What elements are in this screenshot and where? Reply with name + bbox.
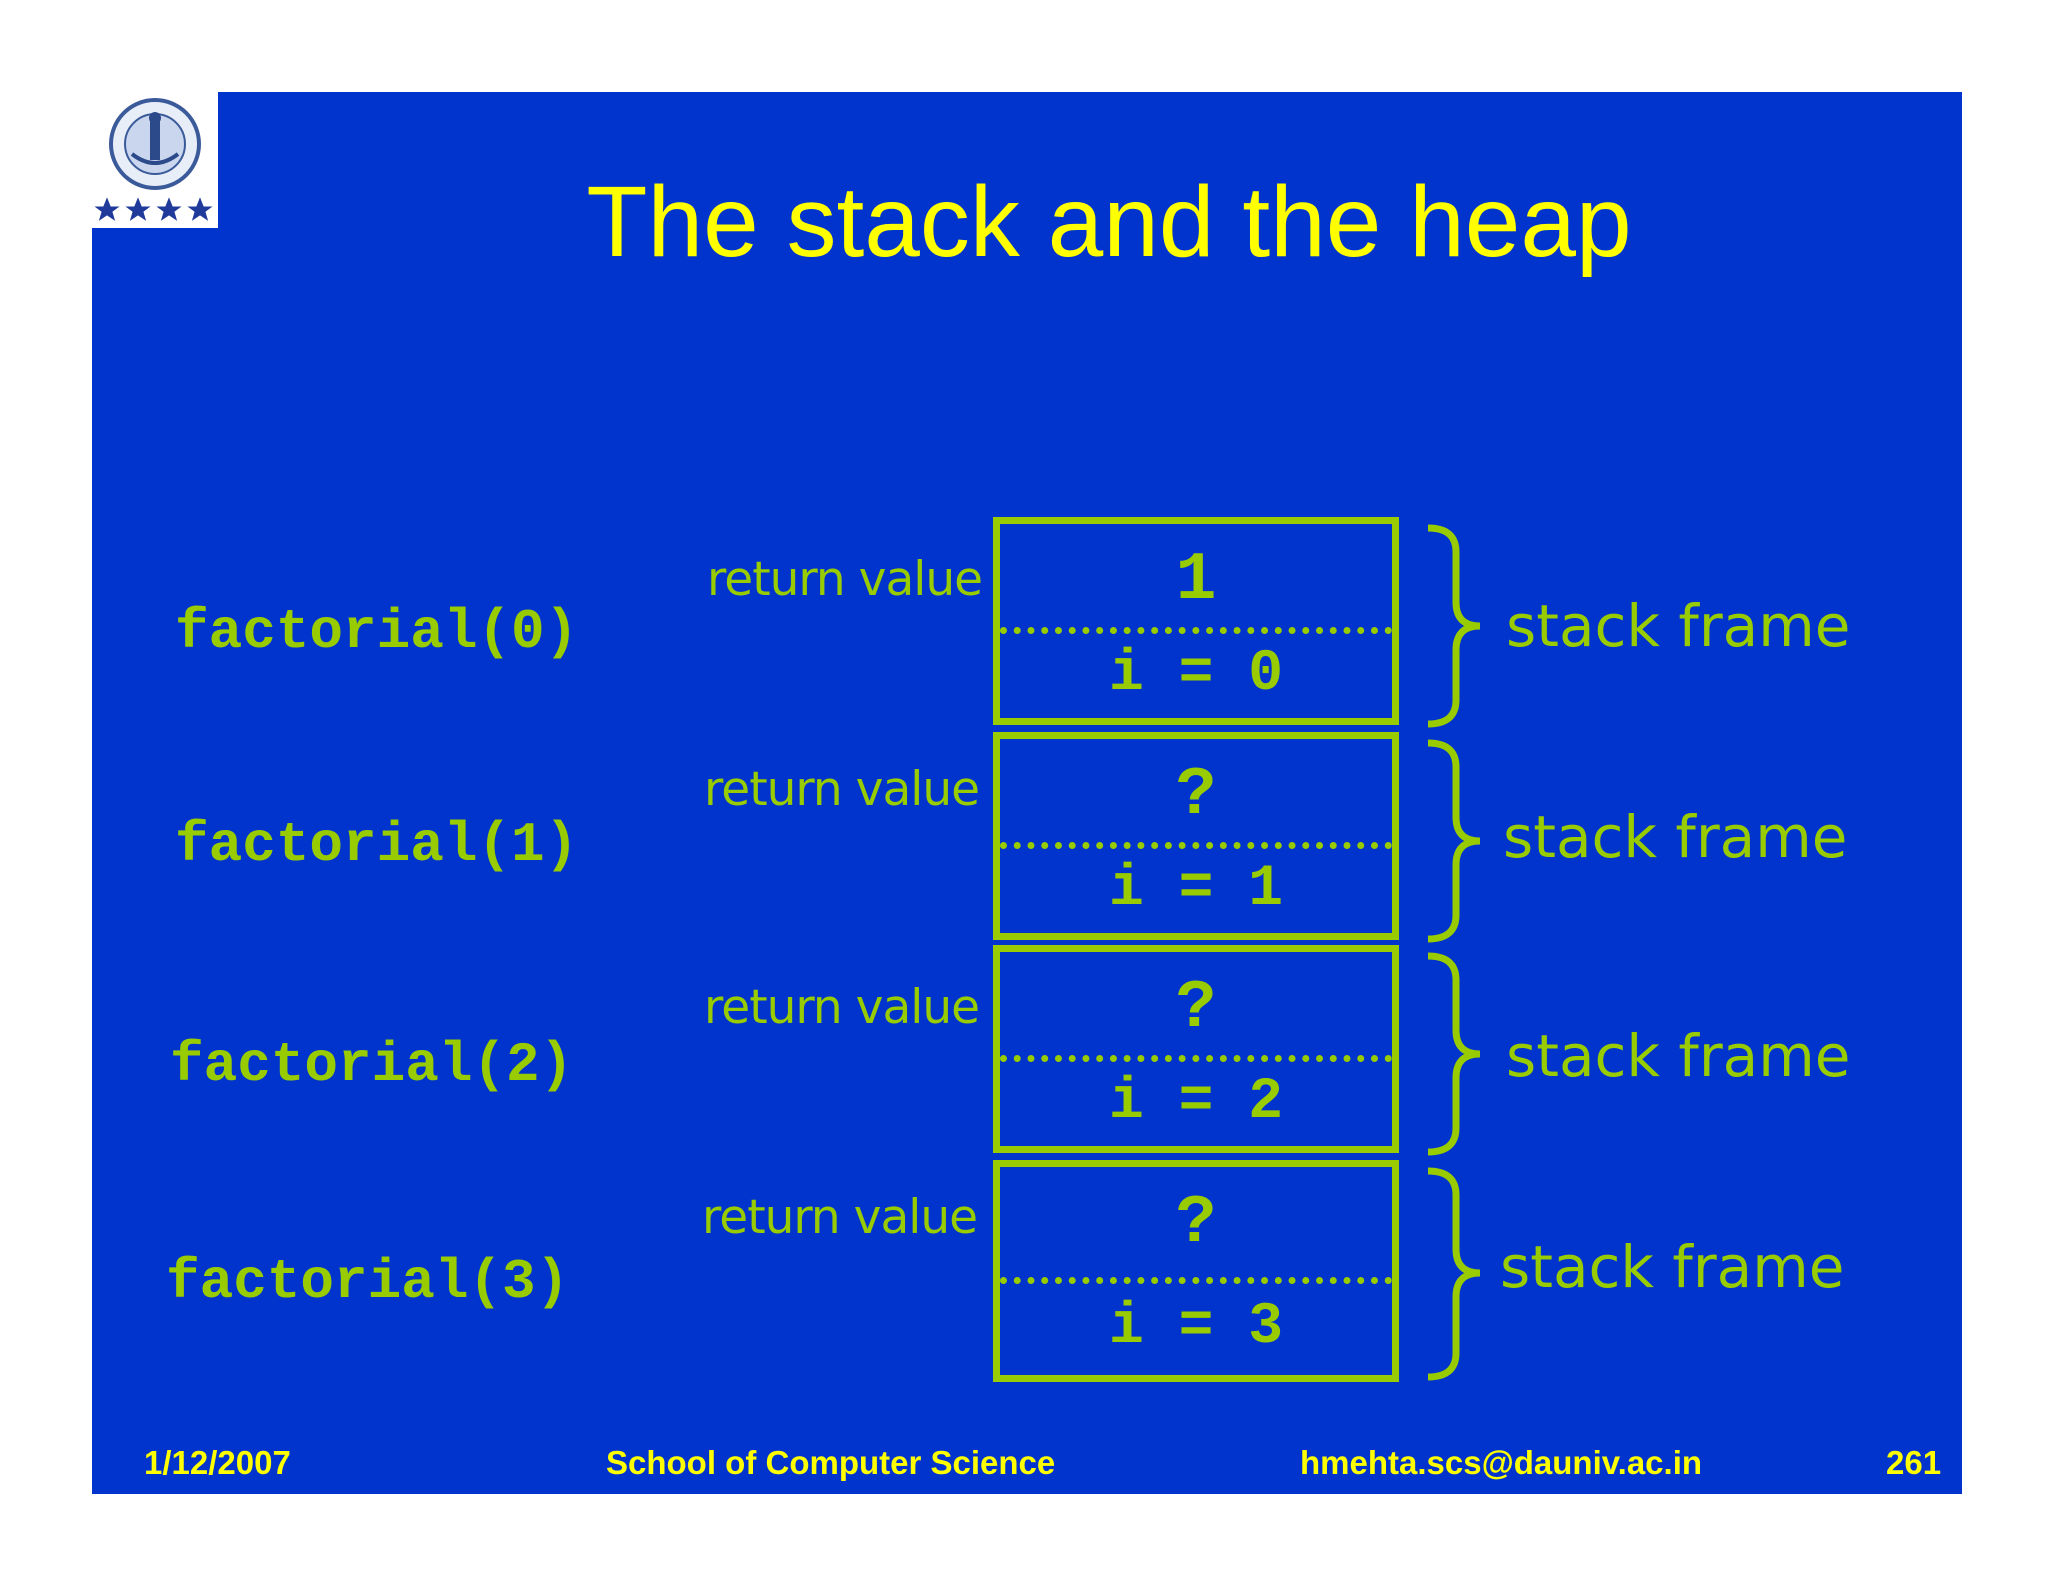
curly-brace-icon: [1427, 524, 1481, 728]
stack-frame-box: ? i = 3: [993, 1160, 1399, 1382]
local-variable: i = 1: [1108, 857, 1284, 922]
frame-divider: [1000, 1277, 1392, 1284]
curly-brace-icon: [1427, 739, 1481, 943]
stack-frame-box: ? i = 1: [993, 732, 1399, 940]
stack-frame-label: stack frame: [1506, 1022, 1851, 1090]
slide-title: The stack and the heap: [586, 166, 1632, 278]
frame-divider: [1000, 1055, 1392, 1062]
return-value-label: return value: [702, 1190, 978, 1245]
return-value: ?: [1175, 757, 1217, 834]
slide-background: [92, 92, 1962, 1494]
curly-brace-icon: [1427, 1167, 1481, 1381]
stack-frame-box: ? i = 2: [993, 945, 1399, 1153]
return-value: 1: [1175, 542, 1217, 619]
stack-frame-box: 1 i = 0: [993, 517, 1399, 725]
footer-school: School of Computer Science: [606, 1444, 1056, 1481]
stack-frame-label: stack frame: [1500, 1233, 1845, 1301]
footer-page-number: 261: [1886, 1444, 1942, 1481]
frame-divider: [1000, 842, 1392, 849]
function-label: factorial(1): [175, 813, 579, 877]
local-variable: i = 3: [1108, 1295, 1284, 1360]
stack-frame-label: stack frame: [1503, 803, 1848, 871]
function-label: factorial(3): [166, 1250, 570, 1314]
stack-frame-label: stack frame: [1506, 592, 1851, 660]
function-label: factorial(0): [175, 600, 579, 664]
return-value: ?: [1175, 1185, 1217, 1262]
footer-email: hmehta.scs@dauniv.ac.in: [1300, 1444, 1703, 1481]
local-variable: i = 2: [1108, 1070, 1284, 1135]
return-value-label: return value: [704, 980, 980, 1035]
local-variable: i = 0: [1108, 642, 1284, 707]
return-value: ?: [1175, 970, 1217, 1047]
university-seal-icon: [91, 92, 218, 228]
return-value-label: return value: [704, 762, 980, 817]
frame-divider: [1000, 627, 1392, 634]
function-label: factorial(2): [170, 1033, 574, 1097]
return-value-label: return value: [707, 552, 983, 607]
curly-brace-icon: [1427, 952, 1481, 1156]
footer-date: 1/12/2007: [144, 1444, 291, 1481]
